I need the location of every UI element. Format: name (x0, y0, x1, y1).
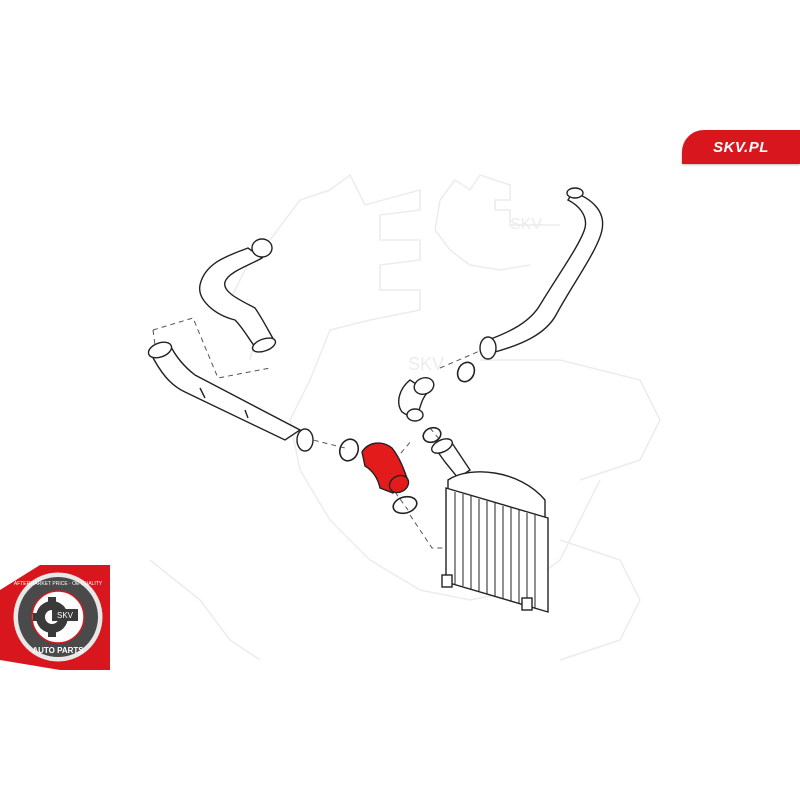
watermark-label: SKV (510, 216, 542, 233)
brand-tag-label: SKV.PL (713, 138, 769, 156)
badge-arc-bottom: AUTO PARTS (32, 646, 84, 655)
watermark-gear-icon (149, 173, 661, 661)
lower-left-pipe-part (147, 341, 314, 452)
upper-right-hose-part (479, 187, 604, 360)
upper-left-hose-part (199, 238, 277, 353)
throttle-elbow-part (398, 377, 435, 422)
o-ring-parts (338, 361, 476, 515)
brand-tag[interactable]: SKV.PL (682, 130, 800, 164)
dashed-guide-lines (152, 317, 483, 549)
intercooler-part (441, 471, 549, 613)
badge-arc-top: AFTERMARKET PRICE · OE QUALITY (14, 581, 103, 587)
intercooler-flange-pipe-part (431, 438, 471, 479)
badge-center-label: SKV (57, 611, 74, 620)
red-elbow-hose-part[interactable] (361, 442, 412, 496)
skv-auto-parts-badge: SKV AFTERMARKET PRICE · OE QUALITY AUTO … (0, 565, 110, 675)
watermark-label: SKV (408, 354, 444, 374)
